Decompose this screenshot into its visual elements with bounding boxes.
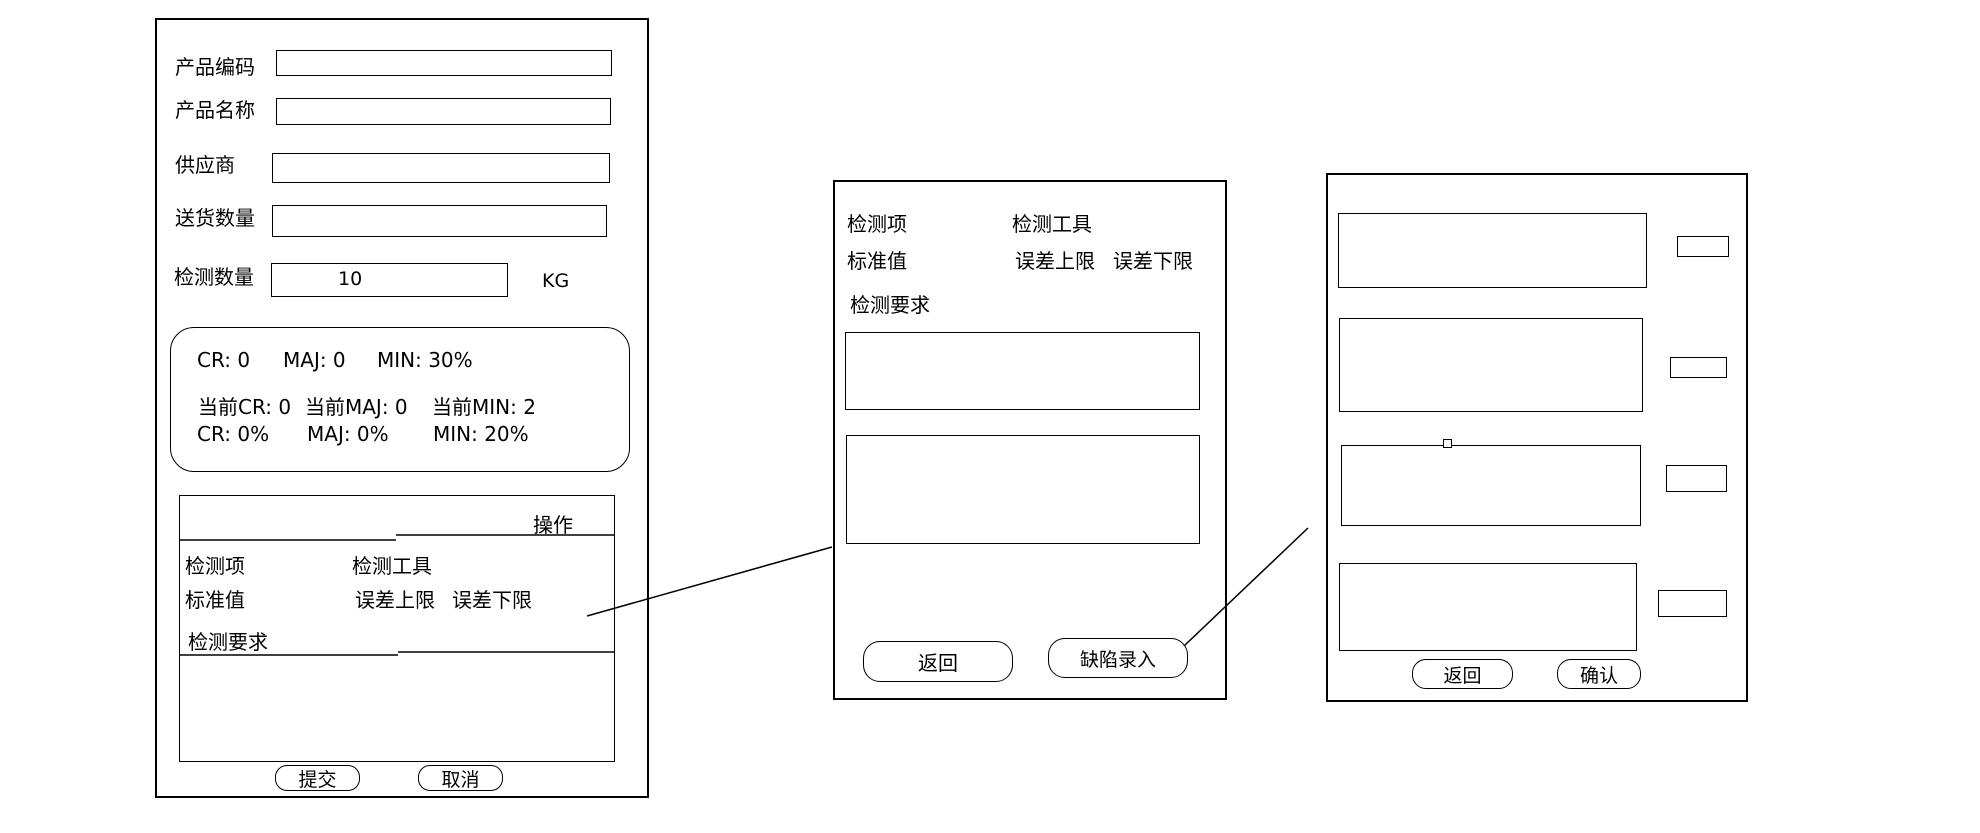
back-button[interactable]: 返回 bbox=[863, 641, 1013, 682]
supplier-input[interactable] bbox=[272, 153, 610, 183]
stat-cr-pct: CR: 0% bbox=[197, 422, 270, 446]
defect-field-4[interactable] bbox=[1339, 563, 1637, 651]
standard-value-label: 标准值 bbox=[185, 588, 245, 612]
inspect-qty-label: 检测数量 bbox=[174, 265, 254, 289]
stat-min-pct: MIN: 20% bbox=[433, 422, 529, 446]
defect-entry-button[interactable]: 缺陷录入 bbox=[1048, 638, 1188, 678]
inspect-requirement-label: 检测要求 bbox=[188, 630, 268, 654]
supplier-label: 供应商 bbox=[175, 153, 235, 177]
defect-field-3[interactable] bbox=[1341, 445, 1641, 526]
stat-maj: MAJ: 0 bbox=[283, 348, 346, 372]
error-upper-label: 误差上限 bbox=[355, 588, 435, 612]
delivery-qty-label: 送货数量 bbox=[175, 206, 255, 230]
product-code-label: 产品编码 bbox=[175, 55, 255, 79]
inspect-requirement-label: 检测要求 bbox=[850, 293, 930, 317]
stat-current-cr: 当前CR: 0 bbox=[198, 395, 292, 419]
stat-current-maj: 当前MAJ: 0 bbox=[305, 395, 408, 419]
stat-maj-pct: MAJ: 0% bbox=[307, 422, 389, 446]
stat-min: MIN: 30% bbox=[377, 348, 473, 372]
error-lower-label: 误差下限 bbox=[1113, 249, 1193, 273]
stats-summary-box bbox=[170, 327, 630, 472]
error-lower-label: 误差下限 bbox=[452, 588, 532, 612]
inspect-tool-label: 检测工具 bbox=[1012, 212, 1092, 236]
requirement-textarea[interactable] bbox=[845, 332, 1200, 410]
submit-button[interactable]: 提交 bbox=[275, 765, 360, 791]
result-textarea[interactable] bbox=[846, 435, 1200, 544]
defect-small-box-2[interactable] bbox=[1670, 357, 1727, 378]
resize-handle bbox=[1443, 439, 1452, 448]
cancel-button[interactable]: 取消 bbox=[418, 765, 503, 791]
defect-small-box-4[interactable] bbox=[1658, 590, 1727, 617]
inspect-item-label: 检测项 bbox=[185, 554, 245, 578]
product-name-input[interactable] bbox=[276, 98, 611, 125]
confirm-button[interactable]: 确认 bbox=[1557, 659, 1641, 689]
defect-field-1[interactable] bbox=[1338, 213, 1647, 288]
defect-field-2[interactable] bbox=[1339, 318, 1643, 412]
standard-value-label: 标准值 bbox=[847, 249, 907, 273]
stat-current-min: 当前MIN: 2 bbox=[432, 395, 536, 419]
product-code-input[interactable] bbox=[276, 50, 612, 76]
operation-column-header: 操作 bbox=[533, 513, 573, 537]
inspect-tool-label: 检测工具 bbox=[352, 554, 432, 578]
product-name-label: 产品名称 bbox=[175, 98, 255, 122]
inspect-qty-input[interactable]: 10 bbox=[271, 263, 508, 297]
error-upper-label: 误差上限 bbox=[1015, 249, 1095, 273]
delivery-qty-input[interactable] bbox=[272, 205, 607, 237]
defect-small-box-1[interactable] bbox=[1677, 236, 1729, 257]
inspect-item-label: 检测项 bbox=[847, 212, 907, 236]
kg-unit-label: KG bbox=[542, 270, 570, 292]
defect-small-box-3[interactable] bbox=[1666, 465, 1727, 492]
back-button[interactable]: 返回 bbox=[1412, 659, 1513, 689]
stat-cr: CR: 0 bbox=[197, 348, 251, 372]
